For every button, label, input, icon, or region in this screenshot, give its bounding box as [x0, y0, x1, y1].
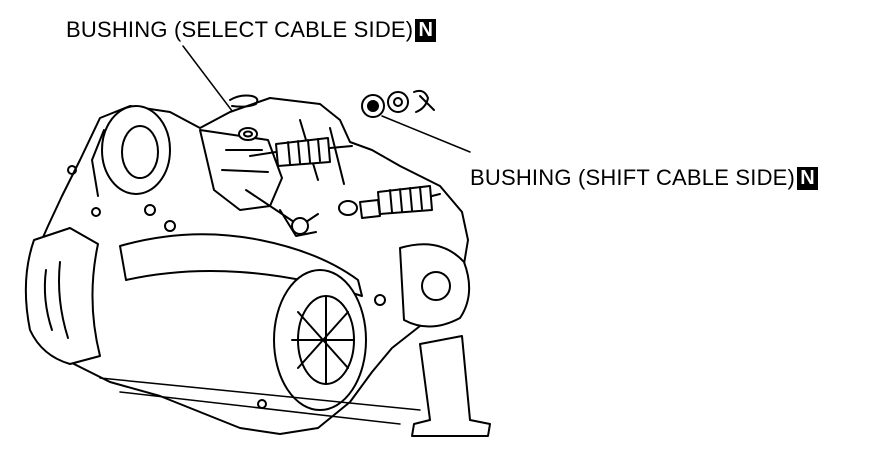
callout-bushing-shift: BUSHING (SHIFT CABLE SIDE)N	[470, 165, 819, 190]
shift-cable-boot	[338, 185, 441, 219]
shift-washer	[387, 91, 409, 113]
right-flange	[399, 243, 471, 328]
callout-shift-label: BUSHING (SHIFT CABLE SIDE)	[470, 165, 796, 190]
bushing-shift-cable-side	[361, 94, 385, 118]
new-part-badge: N	[797, 167, 819, 190]
bushing-select-cable-side	[238, 127, 258, 141]
mounting-bracket	[119, 233, 363, 297]
support-stand	[411, 335, 491, 437]
end-cover	[24, 227, 101, 365]
select-cable-boot	[249, 137, 353, 167]
leader-line-shift	[381, 115, 471, 153]
callout-bushing-select: BUSHING (SELECT CABLE SIDE)N	[66, 17, 437, 42]
select-clip	[229, 94, 259, 108]
shift-clip	[413, 89, 435, 113]
callout-select-label: BUSHING (SELECT CABLE SIDE)	[66, 17, 414, 42]
differential-cap	[101, 105, 171, 195]
new-part-badge: N	[415, 19, 437, 42]
